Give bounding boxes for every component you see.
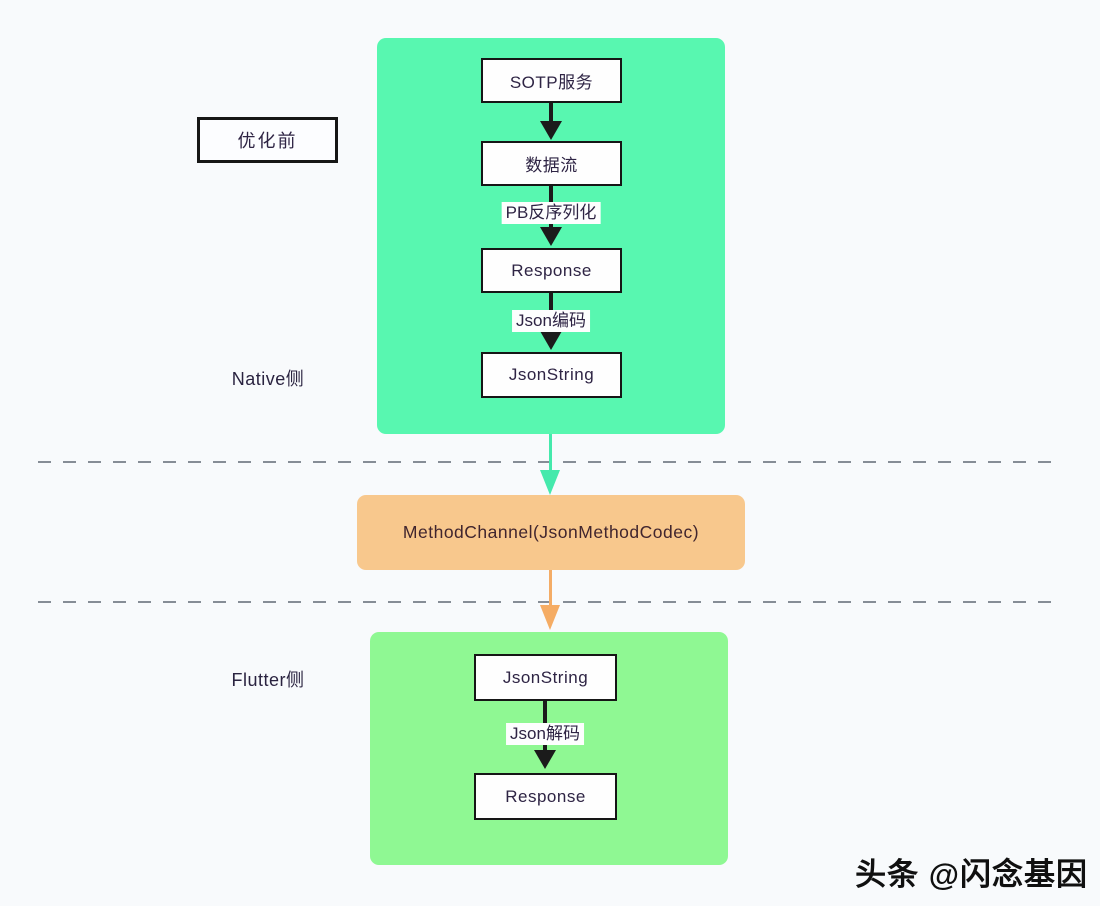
connector-line <box>549 103 553 123</box>
edge-label-json-decode: Json解码 <box>506 723 584 745</box>
node-jsonstring-native: JsonString <box>481 352 622 398</box>
connector-line-teal <box>549 434 552 472</box>
native-side-label: Native侧 <box>231 369 305 389</box>
edge-label-pb-deserialize: PB反序列化 <box>501 202 601 224</box>
flutter-side-label: Flutter侧 <box>231 670 305 690</box>
edge-label-json-encode: Json编码 <box>512 310 590 332</box>
method-channel-box: MethodChannel(JsonMethodCodec) <box>357 495 745 570</box>
node-response-flutter: Response <box>474 773 617 820</box>
connector-line-orange <box>549 570 552 606</box>
arrow-down-orange-icon <box>540 605 560 630</box>
node-sotp-service: SOTP服务 <box>481 58 622 103</box>
arrow-down-icon <box>534 750 556 769</box>
watermark-text: 头条 @闪念基因 <box>855 857 1088 892</box>
stage-label-box: 优化前 <box>197 117 338 163</box>
node-jsonstring-flutter: JsonString <box>474 654 617 701</box>
arrow-down-icon <box>540 331 562 350</box>
arrow-down-icon <box>540 227 562 246</box>
stage-label: 优化前 <box>237 131 298 151</box>
arrow-down-icon <box>540 121 562 140</box>
node-response-native: Response <box>481 248 622 293</box>
node-data-stream: 数据流 <box>481 141 622 186</box>
arrow-down-teal-icon <box>540 470 560 495</box>
